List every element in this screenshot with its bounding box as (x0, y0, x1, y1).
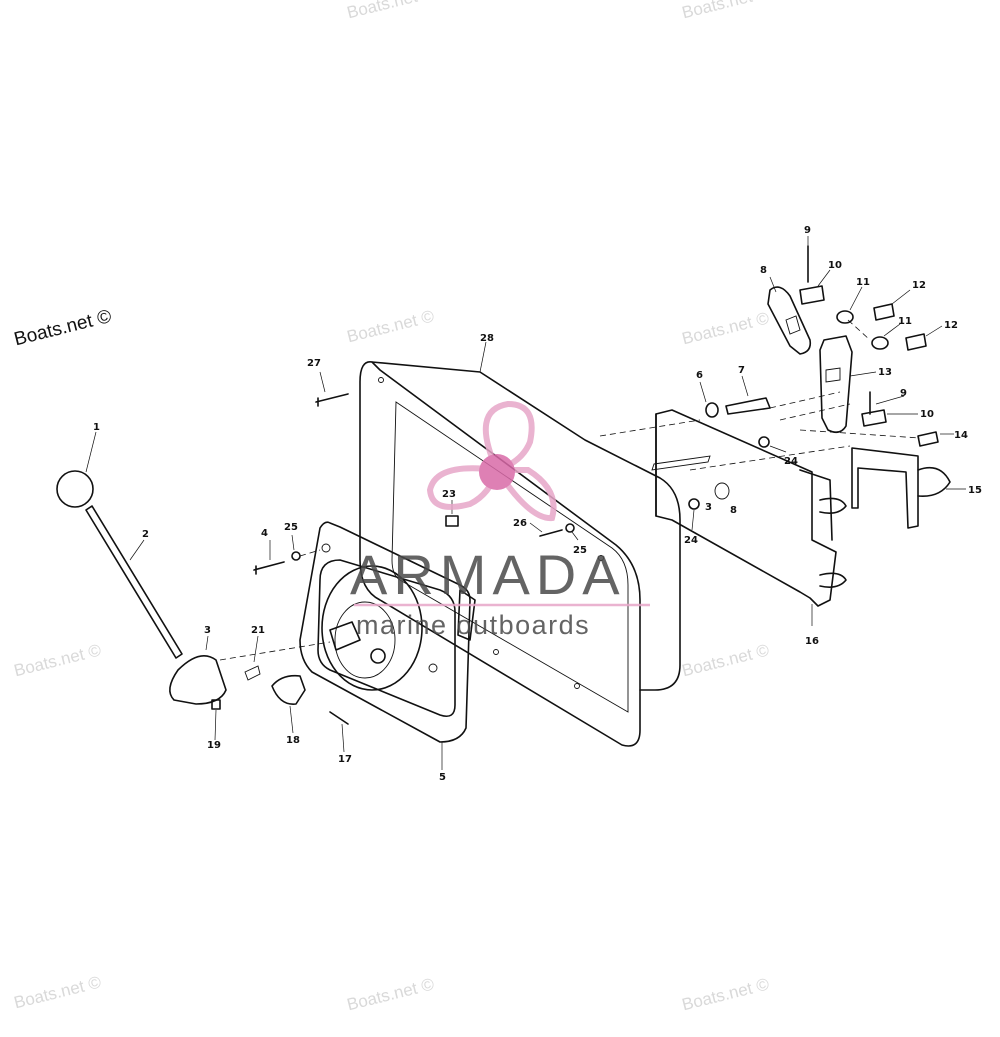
callout-label: 24 (784, 456, 798, 467)
callout-label: 10 (920, 409, 934, 420)
part-16-bracket (651, 409, 847, 607)
callout-label: 28 (480, 333, 494, 344)
callout-label: 27 (307, 358, 321, 369)
part-18-lock-lever (271, 674, 306, 705)
part-5-control-housing (299, 521, 476, 743)
callout-label: 8 (760, 265, 767, 276)
callout-label: 18 (286, 735, 300, 746)
callout-label: 12 (944, 320, 958, 331)
callout-label: 25 (284, 522, 298, 533)
callout-label: 3 (705, 502, 712, 513)
callout-label: 1 (93, 422, 100, 433)
callout-label: 7 (738, 365, 745, 376)
callout-label: 23 (442, 489, 456, 500)
part-15-clamp (851, 447, 951, 529)
callout-label: 14 (954, 430, 968, 441)
part-10-stud (799, 285, 825, 305)
logo-tagline-text: marine outboards (356, 610, 590, 640)
part-28-mounting-plate (359, 361, 681, 747)
callout-label: 9 (900, 388, 907, 399)
propeller-icon (426, 400, 557, 522)
part-2-lever (85, 505, 183, 659)
part-23-bolt (445, 515, 459, 527)
part-26-screw (539, 529, 563, 537)
part-4-screw (253, 561, 285, 575)
part-24-nut (758, 436, 770, 448)
callout-label: 4 (261, 528, 268, 539)
callout-label: 17 (338, 754, 352, 765)
part-12-screw (905, 333, 927, 351)
callout-label: 24 (684, 535, 698, 546)
assembly-lines (219, 319, 921, 661)
armada-logo-watermark: ARMADA marine outboards (350, 400, 650, 640)
part-25-nut (565, 523, 575, 533)
part-3-handle-boss (169, 654, 227, 705)
part-11-washer (836, 310, 854, 324)
callout-label: 6 (696, 370, 703, 381)
callout-label: 15 (968, 485, 982, 496)
part-8-upper-link (767, 286, 812, 355)
part-17-pin (329, 711, 349, 725)
part-12-screw (873, 303, 895, 321)
part-21-spring (244, 665, 261, 681)
callout-label: 26 (513, 518, 527, 529)
part-11-washer (871, 336, 889, 350)
callout-label: 11 (898, 316, 912, 327)
callout-label: 12 (912, 280, 926, 291)
part-10-stud (861, 409, 887, 427)
part-19-pin (211, 699, 221, 710)
callout-label: 10 (828, 260, 842, 271)
callout-label: 25 (573, 545, 587, 556)
callout-label: 2 (142, 529, 149, 540)
callout-label: 13 (878, 367, 892, 378)
callout-label: 19 (207, 740, 221, 751)
callout-label: 5 (439, 772, 446, 783)
callout-label: 8 (730, 505, 737, 516)
part-27-screw (315, 393, 349, 407)
callout-label: 11 (856, 277, 870, 288)
callout-label: 3 (204, 625, 211, 636)
part-7-bolt (725, 397, 771, 415)
callout-label: 9 (804, 225, 811, 236)
part-13-link-plate (819, 335, 853, 434)
logo-brand-text: ARMADA (350, 543, 626, 606)
part-14-screw (917, 431, 939, 447)
callout-label: 16 (805, 636, 819, 647)
part-25-washer (291, 551, 301, 561)
callout-label: 21 (251, 625, 265, 636)
part-6-washer (705, 402, 719, 418)
callout-labels: 1 2 3 3 4 5 6 7 8 8 9 9 10 10 11 11 12 1… (93, 225, 982, 783)
part-1-knob (56, 470, 94, 508)
